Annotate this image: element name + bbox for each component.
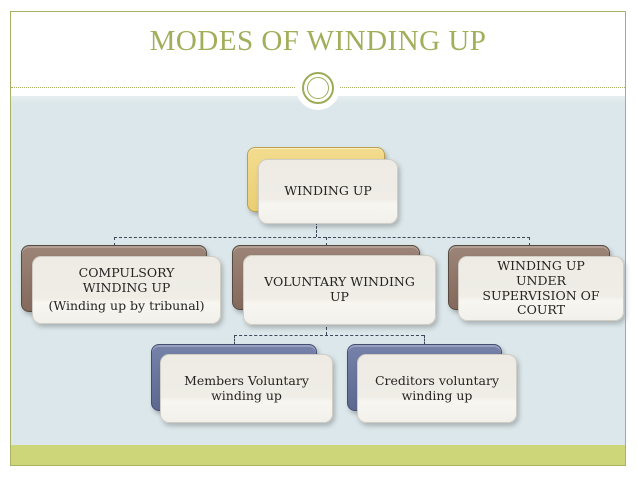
- node-members-label: Members Voluntary winding up: [184, 372, 309, 403]
- node-winding-up-label: WINDING UP: [284, 183, 372, 199]
- connector-voluntary-drop: [326, 322, 327, 335]
- connector-stub-compulsory: [114, 237, 115, 246]
- node-winding-up: WINDING UP: [258, 159, 398, 224]
- node-creditors-voluntary: Creditors voluntary winding up: [357, 354, 517, 423]
- connector-stub-creditors: [424, 335, 425, 345]
- node-compulsory-sublabel: (Winding up by tribunal): [48, 297, 205, 313]
- connector-stub-supervision: [529, 237, 530, 246]
- divider-circle-ornament-inner-ring: [307, 77, 329, 99]
- connector-stub-voluntary: [326, 237, 327, 246]
- node-supervision-label: WINDING UP UNDER SUPERVISION OF COURT: [482, 258, 600, 318]
- connector-stub-members: [234, 335, 235, 345]
- node-voluntary-label: VOLUNTARY WINDING UP: [264, 274, 415, 304]
- node-compulsory-label: COMPULSORY WINDING UP: [78, 265, 175, 296]
- connector-level2-horizontal: [114, 237, 530, 238]
- node-compulsory-winding-up: COMPULSORY WINDING UP (Winding up by tri…: [32, 256, 221, 324]
- node-winding-up-under-supervision: WINDING UP UNDER SUPERVISION OF COURT: [458, 256, 624, 321]
- node-members-voluntary: Members Voluntary winding up: [160, 354, 333, 423]
- node-creditors-label: Creditors voluntary winding up: [374, 372, 500, 403]
- connector-level3-horizontal: [234, 335, 424, 336]
- connector-root-drop: [316, 222, 317, 237]
- slide-title: MODES OF WINDING UP: [149, 25, 487, 57]
- node-voluntary-winding-up: VOLUNTARY WINDING UP: [243, 255, 436, 325]
- footer-accent-bar: [11, 445, 625, 466]
